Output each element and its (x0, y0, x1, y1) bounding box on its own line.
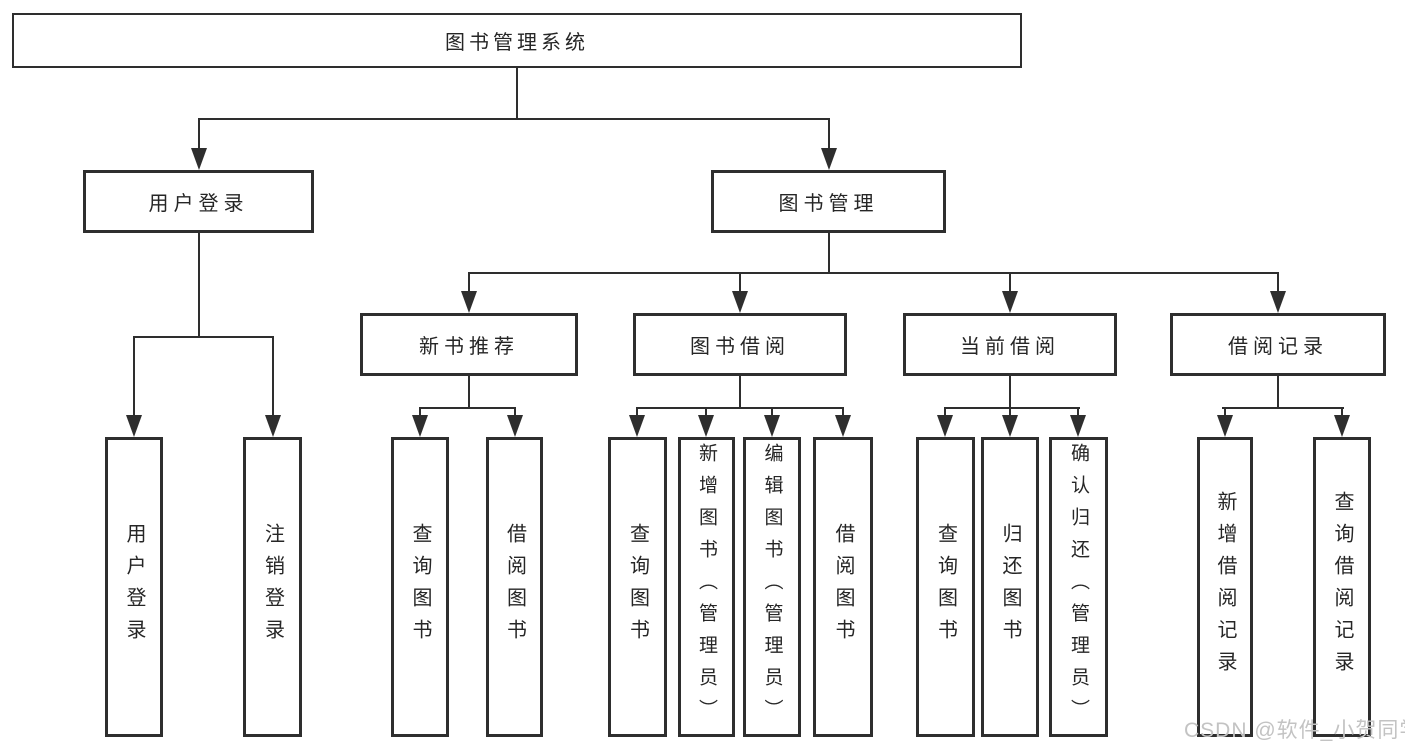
connector-leaf-stem (272, 336, 274, 416)
connector-leaf-stem (1009, 407, 1011, 417)
connector-user-branch-bar (133, 336, 274, 338)
arrow-down-icon (1002, 415, 1018, 437)
connector-leaf-stem (705, 407, 707, 417)
node-label: 图书管理系统 (445, 32, 589, 54)
node-label: 新书推荐 (419, 336, 519, 358)
node-label: 借阅记录 (1228, 336, 1328, 358)
node-borrowing-records: 借阅记录 (1170, 313, 1386, 376)
connector-group1-bar (419, 407, 516, 409)
leaf-user-login: 用户登录 (105, 437, 163, 737)
node-user-login: 用户登录 (83, 170, 314, 233)
leaf-borrow-books-1: 借阅图书 (486, 437, 543, 737)
connector-leaf-stem (419, 407, 421, 417)
connector-group-stem (468, 272, 470, 294)
connector-leaf-stem (1077, 407, 1079, 417)
arrow-down-icon (732, 291, 748, 313)
leaf-add-borrow-record: 新增借阅记录 (1197, 437, 1253, 737)
leaf-query-books-2: 查询图书 (608, 437, 667, 737)
leaf-label: 借阅图书 (832, 523, 854, 651)
node-label: 图书管理 (778, 193, 879, 215)
connector-group-stem (1009, 272, 1011, 294)
connector-book-branch-stem (828, 233, 830, 272)
connector-group3-stem (1009, 376, 1011, 407)
node-label: 图书借阅 (690, 336, 790, 358)
connector-group2-stem (739, 376, 741, 407)
connector-leaf-stem (944, 407, 946, 417)
leaf-label: 借阅图书 (503, 523, 526, 651)
connector-leaf-stem (842, 407, 844, 417)
leaf-label: 编辑图书（管理员） (761, 443, 783, 731)
arrow-down-icon (1070, 415, 1086, 437)
connector-leaf-stem (1341, 407, 1343, 417)
connector-group4-bar (1222, 407, 1344, 409)
arrow-down-icon (821, 148, 837, 170)
leaf-label: 查询图书 (409, 523, 431, 651)
leaf-label: 归还图书 (999, 523, 1021, 651)
arrow-down-icon (629, 415, 645, 437)
arrow-down-icon (507, 415, 523, 437)
node-current-borrowing: 当前借阅 (903, 313, 1117, 376)
connector-group2-bar (636, 407, 844, 409)
connector-book-mgmt-stem (828, 118, 830, 150)
connector-leaf-stem (636, 407, 638, 417)
leaf-label: 新增图书（管理员） (696, 443, 717, 731)
connector-leaf-stem (514, 407, 516, 417)
connector-group-stem (1277, 272, 1279, 294)
node-label: 当前借阅 (960, 336, 1060, 358)
leaf-label: 用户登录 (123, 523, 145, 651)
connector-group1-stem (468, 376, 470, 407)
leaf-edit-books-admin: 编辑图书（管理员） (743, 437, 801, 737)
leaf-return-books: 归还图书 (981, 437, 1039, 737)
leaf-label: 查询图书 (626, 523, 649, 651)
arrow-down-icon (265, 415, 281, 437)
leaf-label: 查询借阅记录 (1331, 491, 1353, 683)
connector-user-login-stem (198, 118, 200, 150)
connector-book-branch-bar (468, 272, 1279, 274)
leaf-label: 新增借阅记录 (1214, 491, 1236, 683)
arrow-down-icon (698, 415, 714, 437)
leaf-add-books-admin: 新增图书（管理员） (678, 437, 735, 737)
connector-leaf-stem (133, 336, 135, 416)
connector-leaf-stem (1224, 407, 1226, 417)
arrow-down-icon (126, 415, 142, 437)
arrow-down-icon (835, 415, 851, 437)
arrow-down-icon (461, 291, 477, 313)
arrow-down-icon (1334, 415, 1350, 437)
node-book-management: 图书管理 (711, 170, 946, 233)
arrow-down-icon (1217, 415, 1233, 437)
leaf-borrow-books-2: 借阅图书 (813, 437, 873, 737)
connector-leaf-stem (771, 407, 773, 417)
leaf-label: 注销登录 (261, 523, 284, 651)
arrow-down-icon (764, 415, 780, 437)
node-book-management-system: 图书管理系统 (12, 13, 1022, 68)
leaf-query-books-3: 查询图书 (916, 437, 975, 737)
leaf-query-books-1: 查询图书 (391, 437, 449, 737)
arrow-down-icon (1002, 291, 1018, 313)
connector-group-stem (739, 272, 741, 294)
connector-group3-bar (944, 407, 1080, 409)
leaf-label: 确认归还（管理员） (1068, 443, 1089, 731)
connector-user-branch-stem (198, 233, 200, 336)
connector-group4-stem (1277, 376, 1279, 407)
leaf-confirm-return-admin: 确认归还（管理员） (1049, 437, 1108, 737)
connector-root-stem (516, 68, 518, 118)
leaf-logout: 注销登录 (243, 437, 302, 737)
arrow-down-icon (412, 415, 428, 437)
node-new-book-recommend: 新书推荐 (360, 313, 578, 376)
node-book-borrowing: 图书借阅 (633, 313, 847, 376)
arrow-down-icon (1270, 291, 1286, 313)
arrow-down-icon (937, 415, 953, 437)
node-label: 用户登录 (148, 193, 249, 215)
connector-root-bar (198, 118, 830, 120)
leaf-query-borrow-record: 查询借阅记录 (1313, 437, 1371, 737)
arrow-down-icon (191, 148, 207, 170)
leaf-label: 查询图书 (934, 523, 957, 651)
csdn-watermark: CSDN @软件_小贺同学 (1184, 719, 1405, 742)
